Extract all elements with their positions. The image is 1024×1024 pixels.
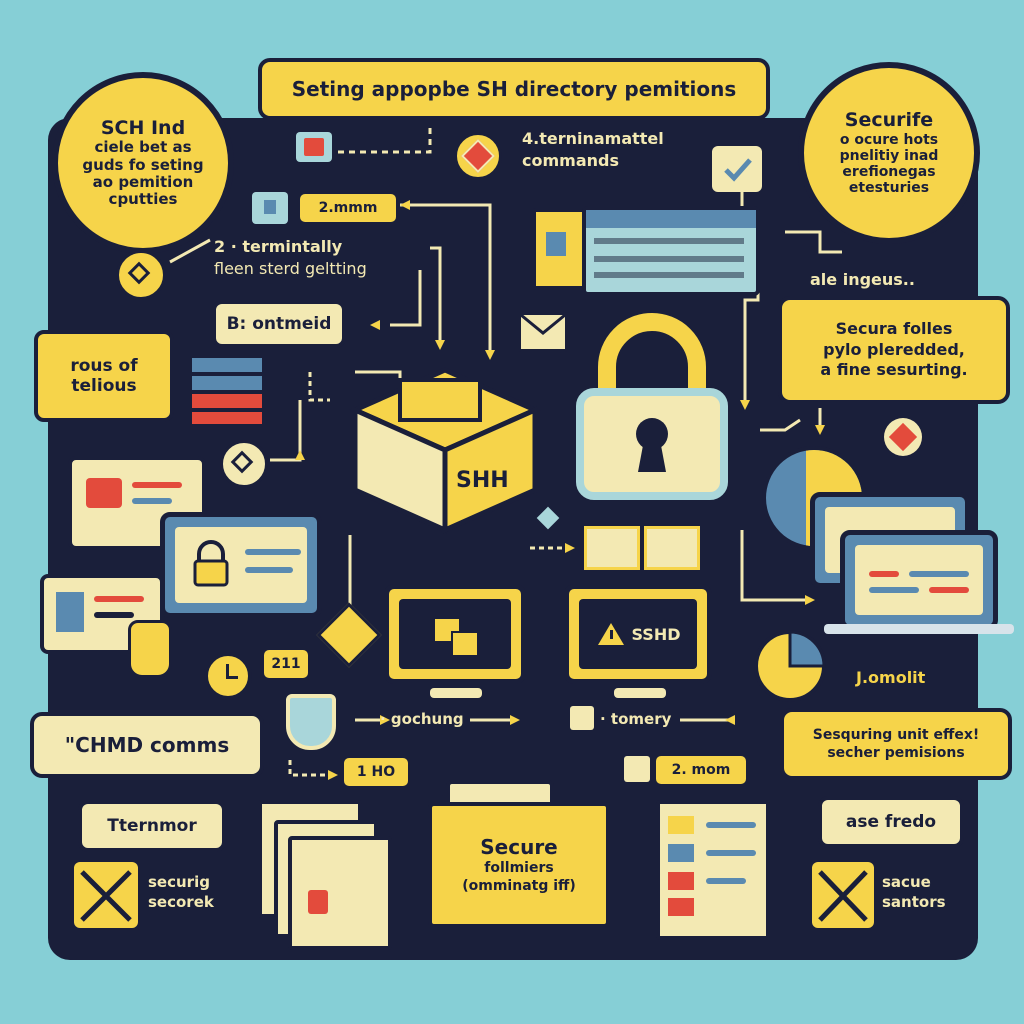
- num-211-tag: 211: [264, 650, 308, 678]
- rous-line-1: rous of: [70, 356, 138, 376]
- securig-label: securig secorek: [148, 872, 214, 913]
- sacue-line-1: sacue: [882, 873, 931, 891]
- secura-line-1: Secura folles: [835, 318, 953, 338]
- folder-line-3: (omminatg iff): [462, 877, 576, 894]
- clock-icon: [204, 652, 252, 700]
- red-tag-icon: [884, 418, 922, 456]
- gochung-text: · gochung: [380, 710, 464, 728]
- gochung-label: · gochung: [380, 710, 464, 728]
- asefredo-box: ase fredo: [818, 796, 964, 848]
- ssh-box-text: SHH: [456, 468, 509, 493]
- red-diamond-icon: [454, 132, 502, 180]
- secure-line-3: pnelitiy inad: [839, 147, 939, 164]
- note-text: ale ingeus..: [810, 270, 915, 289]
- ttermnor-box: Tternmor: [78, 800, 226, 852]
- sshd-monitor: SSHD: [564, 584, 712, 684]
- intro-line-2: ciele bet as: [94, 138, 192, 157]
- lock-monitor: [160, 512, 322, 618]
- padlock-icon: [576, 313, 728, 500]
- stacked-layers-icon: [190, 356, 264, 426]
- sacue-label: sacue santors: [882, 872, 946, 913]
- step-2-line-1: 2 · termintally: [214, 237, 343, 256]
- crossed-tools-icon-right: [812, 862, 874, 928]
- intro-line-4: ao pemition: [92, 172, 194, 191]
- securig-line-2: secorek: [148, 893, 214, 912]
- tag-2mom-text: 2. mom: [671, 762, 731, 778]
- intro-badge-left: SCH Ind ciele bet as guds fo seting ao p…: [52, 72, 234, 254]
- secure-line-2: o ocure hots: [839, 131, 939, 148]
- jomolit-label: J.omolit: [856, 668, 925, 687]
- secure-line-4: erefionegas: [842, 163, 936, 180]
- intro-line-1: SCH Ind: [100, 116, 186, 139]
- secure-badge-right: Securife o ocure hots pnelitiy inad eref…: [798, 62, 980, 244]
- ssh-box-label: SHH: [456, 468, 509, 493]
- intro-line-5: cputties: [108, 190, 178, 209]
- rous-line-2: telious: [71, 376, 137, 396]
- folder-line-2: follmiers: [484, 860, 554, 876]
- securing-line-1: Sesquring unit effex!: [812, 726, 980, 743]
- intro-line-3: guds fo seting: [82, 155, 204, 174]
- tag-1ho: 1 HO: [344, 758, 408, 786]
- secure-folder-icon: Secure follmiers (omminatg iff): [428, 780, 610, 930]
- b-ontmeid-box: B: ontmeid: [212, 300, 346, 348]
- step-2mmm-tag: 2.mmm: [300, 194, 396, 222]
- secura-line-3: a fine sesurting.: [820, 360, 968, 380]
- tag-2mom: 2. mom: [656, 756, 746, 784]
- spreadsheet-document-icon: [656, 800, 770, 940]
- camera-icon: [624, 756, 650, 782]
- shield-icon: [286, 694, 336, 750]
- secura-files-box: Secura folles pylo pleredded, a fine ses…: [778, 296, 1010, 404]
- ssh-box-illustration: [348, 367, 542, 534]
- pie-chart-icon: [754, 630, 826, 702]
- terminal-commands-label: 4.terninamattel commands: [522, 128, 664, 171]
- sshd-text: SSHD: [631, 624, 681, 644]
- chmd-text: "CHMD comms: [64, 733, 230, 757]
- right-monitor-front: [840, 530, 998, 630]
- securig-line-1: securig: [148, 873, 210, 891]
- step-2mmm-text: 2.mmm: [318, 200, 378, 216]
- pointer-hand-icon: [128, 620, 172, 678]
- permissions-table-icon: [582, 206, 760, 296]
- right-monitor-base: [824, 624, 1014, 634]
- note-label: ale ingeus..: [810, 270, 915, 289]
- tag-1ho-text: 1 HO: [356, 764, 396, 780]
- terminal-window-icon: [296, 132, 332, 162]
- chmd-commands-box: "CHMD comms: [30, 712, 264, 778]
- terminal-commands-line-2: commands: [522, 150, 619, 170]
- tomery-label: · tomery: [600, 710, 671, 728]
- envelope-icon: [518, 312, 568, 352]
- crossed-tools-icon-left: [74, 862, 138, 928]
- terminal-commands-line-1: 4.terninamattel: [522, 129, 664, 148]
- folder-line-1: Secure: [480, 835, 558, 859]
- tomery-text: · tomery: [600, 710, 672, 728]
- file-document-icon: [532, 208, 586, 290]
- step-2-label: 2 · termintally fleen sterd geltting: [214, 236, 367, 279]
- secure-line-1: Securife: [844, 108, 934, 131]
- sacue-line-2: santors: [882, 893, 946, 912]
- b-ontmeid-text: B: ontmeid: [226, 314, 332, 334]
- asefredo-text: ase fredo: [845, 812, 937, 832]
- secura-line-2: pylo pleredded,: [823, 339, 965, 359]
- sshd-monitor-base: [614, 688, 666, 698]
- small-window-icon: [252, 192, 288, 224]
- checkmark-box-icon: [712, 146, 762, 192]
- secure-line-5: etesturies: [848, 180, 930, 197]
- ttermnor-text: Tternmor: [107, 816, 197, 836]
- diamond-badge-icon-2: [220, 440, 268, 488]
- calendar-icon: [570, 706, 594, 730]
- diamond-badge-icon: [116, 250, 166, 300]
- securing-line-2: secher pemisions: [827, 745, 965, 761]
- folder-monitor: [384, 584, 526, 684]
- title-text: Seting appopbe SH directory pemitions: [291, 77, 737, 101]
- jomolit-text: J.omolit: [856, 668, 926, 687]
- securing-permissions-box: Sesquring unit effex! secher pemisions: [780, 708, 1012, 780]
- rous-telious-box: rous of telious: [34, 330, 174, 422]
- folder-monitor-base: [430, 688, 482, 698]
- num-211-text: 211: [271, 656, 301, 672]
- page-title: Seting appopbe SH directory pemitions: [258, 58, 770, 120]
- stacked-documents-icon: [258, 800, 392, 950]
- step-2-line-2: fleen sterd geltting: [214, 258, 367, 278]
- open-book-icon: [584, 526, 702, 570]
